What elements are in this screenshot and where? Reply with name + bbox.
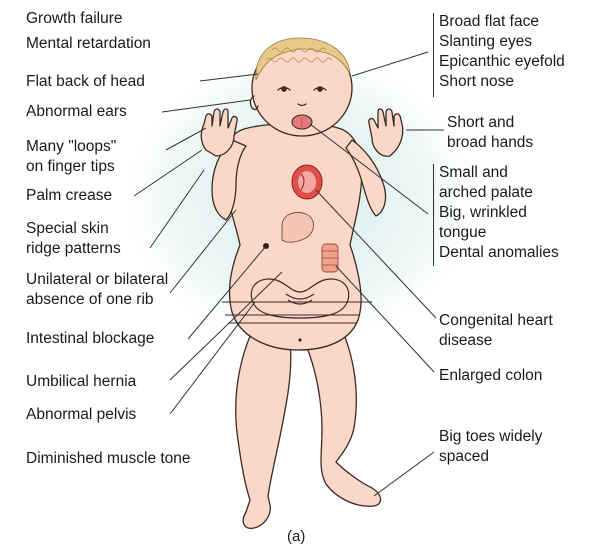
label-mouth-group: Small and arched palate Big, wrinkled to… xyxy=(439,163,559,263)
label-many-loops-line1: Many "loops" xyxy=(26,137,116,157)
label-special-skin-line1: Special skin xyxy=(26,219,121,239)
label-abnormal-ears: Abnormal ears xyxy=(26,102,127,122)
label-abnormal-pelvis: Abnormal pelvis xyxy=(26,405,136,425)
label-toes-line1: Big toes widely xyxy=(439,427,542,447)
label-broad-flat-face: Broad flat face xyxy=(439,12,565,32)
label-muscle-tone: Diminished muscle tone xyxy=(26,449,191,469)
heart xyxy=(292,165,322,199)
label-heart-line1: Congenital heart xyxy=(439,311,553,331)
left-pupil xyxy=(282,87,286,91)
label-absent-rib-line2: absence of one rib xyxy=(26,290,168,310)
label-absent-rib-line1: Unilateral or bilateral xyxy=(26,270,168,290)
label-short-broad-hands: Short and broad hands xyxy=(447,113,533,153)
label-many-loops: Many "loops" on finger tips xyxy=(26,137,116,177)
bracket-mouth xyxy=(433,164,434,266)
label-umbilical-hernia: Umbilical hernia xyxy=(26,372,136,392)
label-dental-anomalies: Dental anomalies xyxy=(439,243,559,263)
label-growth-failure: Growth failure xyxy=(26,9,122,29)
label-big-wrinkled: Big, wrinkled xyxy=(439,203,559,223)
leader-face xyxy=(352,52,428,76)
label-flat-back-of-head: Flat back of head xyxy=(26,72,145,92)
label-intestinal-blockage: Intestinal blockage xyxy=(26,329,154,349)
label-heart-line2: disease xyxy=(439,331,553,351)
label-palm-crease: Palm crease xyxy=(26,186,112,206)
label-big-toes: Big toes widely spaced xyxy=(439,427,542,467)
label-small-arched: Small and xyxy=(439,163,559,183)
label-many-loops-line2: on finger tips xyxy=(26,157,116,177)
label-toes-line2: spaced xyxy=(439,447,542,467)
panel-letter: (a) xyxy=(287,528,305,546)
leader-toes xyxy=(374,452,434,496)
label-arched-palate: arched palate xyxy=(439,183,559,203)
label-special-skin: Special skin ridge patterns xyxy=(26,219,121,259)
label-mental-retardation: Mental retardation xyxy=(26,34,151,54)
label-hands-line2: broad hands xyxy=(447,133,533,153)
colon xyxy=(322,244,338,272)
label-absent-rib: Unilateral or bilateral absence of one r… xyxy=(26,270,168,310)
label-special-skin-line2: ridge patterns xyxy=(26,239,121,259)
label-tongue: tongue xyxy=(439,223,559,243)
bracket-face xyxy=(433,13,434,97)
label-congenital-heart: Congenital heart disease xyxy=(439,311,553,351)
label-short-nose: Short nose xyxy=(439,72,565,92)
navel xyxy=(298,338,301,341)
label-face-group: Broad flat face Slanting eyes Epicanthic… xyxy=(439,12,565,92)
label-hands-line1: Short and xyxy=(447,113,533,133)
right-pupil xyxy=(318,87,322,91)
label-slanting-eyes: Slanting eyes xyxy=(439,32,565,52)
label-enlarged-colon: Enlarged colon xyxy=(439,366,542,386)
left-leg xyxy=(236,325,291,528)
label-epicanthic-eyefold: Epicanthic eyefold xyxy=(439,52,565,72)
